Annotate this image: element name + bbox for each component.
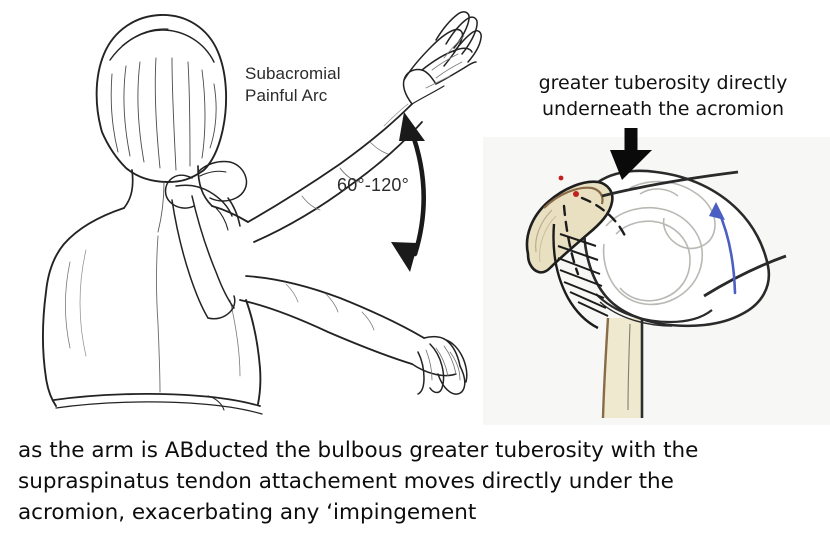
figure-area: Subacromial Painful Arc 60°-120° greater… xyxy=(42,11,788,419)
tendon-hatching xyxy=(557,233,609,317)
supraspinatus-dashed-lines xyxy=(562,196,628,276)
head-shape xyxy=(95,14,228,183)
hair-strands xyxy=(110,57,217,171)
red-mark xyxy=(558,175,564,181)
caption-block: as the arm is ABducted the bulbous great… xyxy=(0,425,830,535)
humerus-shaft xyxy=(601,317,644,419)
acromion xyxy=(525,175,614,274)
red-mark xyxy=(573,191,579,197)
humeral-head xyxy=(582,169,771,328)
scapular-lines xyxy=(601,170,787,298)
greater-tuberosity-annotation: greater tuberosity directly underneath t… xyxy=(538,72,788,120)
scapula-outline xyxy=(164,160,248,320)
torso xyxy=(42,205,263,415)
neck xyxy=(123,165,213,233)
subacromial-painful-arc-label: Subacromial Painful Arc xyxy=(245,64,341,105)
painful-arc-illustration xyxy=(42,11,482,415)
caption-text: as the arm is ABducted the bulbous great… xyxy=(18,438,699,525)
upper-hand xyxy=(402,11,482,105)
lower-hand xyxy=(411,335,468,395)
shoulder-anatomy-illustration xyxy=(525,128,787,419)
black-down-arrow-icon xyxy=(610,128,652,180)
double-headed-curved-arrow-icon xyxy=(391,112,426,272)
blue-up-arrow-icon xyxy=(709,202,737,295)
arc-angle-label: 60°-120° xyxy=(337,175,410,195)
dependent-arm xyxy=(239,275,425,365)
abducted-arm xyxy=(247,103,423,243)
